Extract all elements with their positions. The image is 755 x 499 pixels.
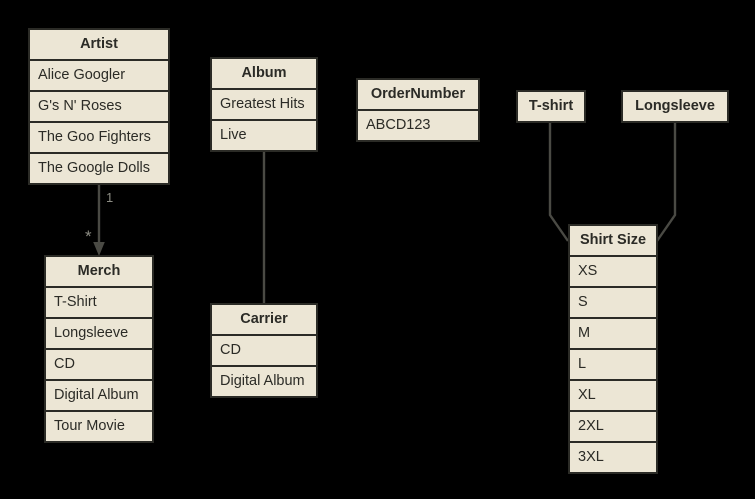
entity-merch-row[interactable]: Digital Album bbox=[46, 381, 152, 410]
entity-artist-row[interactable]: The Goo Fighters bbox=[30, 123, 168, 152]
entity-merch-row[interactable]: T-Shirt bbox=[46, 288, 152, 317]
entity-carrier-row[interactable]: CD bbox=[212, 336, 316, 365]
entity-merch-header: Merch bbox=[46, 257, 152, 286]
entity-merch-row[interactable]: CD bbox=[46, 350, 152, 379]
entity-artist-row[interactable]: The Google Dolls bbox=[30, 154, 168, 183]
entity-shirt-size-row[interactable]: S bbox=[570, 288, 656, 317]
entity-order-number[interactable]: OrderNumber ABCD123 bbox=[356, 78, 480, 142]
multiplicity-artist-one: 1 bbox=[106, 190, 114, 205]
entity-shirt-size-row[interactable]: XL bbox=[570, 381, 656, 410]
entity-shirt-size-header: Shirt Size bbox=[570, 226, 656, 255]
entity-album-row[interactable]: Live bbox=[212, 121, 316, 150]
entity-carrier[interactable]: Carrier CD Digital Album bbox=[210, 303, 318, 398]
connector-artist-to-merch bbox=[93, 180, 105, 256]
entity-album-row[interactable]: Greatest Hits bbox=[212, 90, 316, 119]
entity-tshirt-header: T-shirt bbox=[518, 92, 584, 121]
entity-shirt-size-row[interactable]: XS bbox=[570, 257, 656, 286]
entity-artist-row[interactable]: Alice Googler bbox=[30, 61, 168, 90]
entity-album-header: Album bbox=[212, 59, 316, 88]
entity-shirt-size-row[interactable]: 3XL bbox=[570, 443, 656, 472]
entity-artist[interactable]: Artist Alice Googler G's N' Roses The Go… bbox=[28, 28, 170, 185]
entity-order-number-header: OrderNumber bbox=[358, 80, 478, 109]
entity-longsleeve-header: Longsleeve bbox=[623, 92, 727, 121]
entity-carrier-header: Carrier bbox=[212, 305, 316, 334]
multiplicity-merch-many: * bbox=[85, 227, 92, 246]
entity-artist-header: Artist bbox=[30, 30, 168, 59]
entity-longsleeve[interactable]: Longsleeve bbox=[621, 90, 729, 123]
entity-album[interactable]: Album Greatest Hits Live bbox=[210, 57, 318, 152]
entity-shirt-size-row[interactable]: 2XL bbox=[570, 412, 656, 441]
entity-shirt-size[interactable]: Shirt Size XS S M L XL 2XL 3XL bbox=[568, 224, 658, 474]
entity-merch-row[interactable]: Tour Movie bbox=[46, 412, 152, 441]
entity-tshirt[interactable]: T-shirt bbox=[516, 90, 586, 123]
entity-merch[interactable]: Merch T-Shirt Longsleeve CD Digital Albu… bbox=[44, 255, 154, 443]
entity-carrier-row[interactable]: Digital Album bbox=[212, 367, 316, 396]
entity-shirt-size-row[interactable]: L bbox=[570, 350, 656, 379]
entity-shirt-size-row[interactable]: M bbox=[570, 319, 656, 348]
entity-merch-row[interactable]: Longsleeve bbox=[46, 319, 152, 348]
entity-artist-row[interactable]: G's N' Roses bbox=[30, 92, 168, 121]
connector-album-to-carrier bbox=[262, 150, 266, 308]
entity-order-number-row[interactable]: ABCD123 bbox=[358, 111, 478, 140]
